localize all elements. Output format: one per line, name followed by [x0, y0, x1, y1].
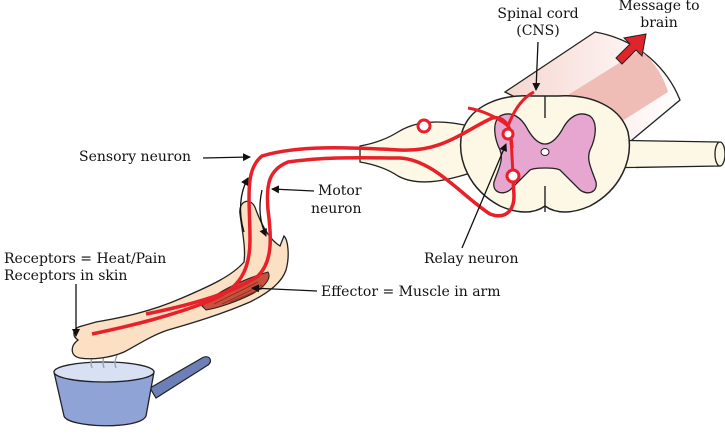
motor-cell-body [505, 168, 521, 184]
message-label-line2: brain [640, 15, 678, 31]
pot-body [53, 371, 155, 427]
motor-neuron-path [145, 155, 516, 316]
spinal-cord-pointer [532, 41, 541, 91]
pot-handle [149, 356, 212, 399]
arm [71, 200, 289, 360]
sensory-neuron-path [91, 115, 514, 336]
central-canal [540, 148, 550, 156]
spinal-nerve-right-end [714, 141, 725, 167]
sensory-direction-arrow [239, 177, 249, 233]
relay-neuron-path [467, 90, 535, 128]
motor-neuron-label-line1: Motor [318, 183, 362, 199]
sensory-neuron-label: Sensory neuron [79, 149, 192, 165]
receptors-label-line2: Receptors in skin [4, 268, 128, 284]
receptors-label-line1: Receptors = Heat/Pain [4, 251, 167, 267]
relay-cell-body [501, 127, 515, 141]
motor-direction-arrow [259, 189, 267, 237]
message-label-line1: Message to [618, 0, 700, 14]
message-to-brain-arrow [615, 33, 647, 65]
sensory-cell-body [416, 118, 432, 134]
motor-neuron-label-line2: neuron [311, 201, 362, 217]
relay-neuron-link [509, 137, 515, 175]
pot-rim [53, 361, 155, 383]
relay-neuron-label: Relay neuron [424, 251, 519, 267]
spinal-cord-label-line2: (CNS) [516, 23, 560, 39]
motor-neuron-pointer [271, 185, 315, 194]
effector-label: Effector = Muscle in arm [321, 284, 501, 300]
sensory-neuron-pointer [202, 153, 251, 162]
spinal-cord-label-line1: Spinal cord [497, 6, 579, 22]
relay-neuron-pointer [461, 143, 507, 249]
effector-pointer [251, 284, 318, 293]
